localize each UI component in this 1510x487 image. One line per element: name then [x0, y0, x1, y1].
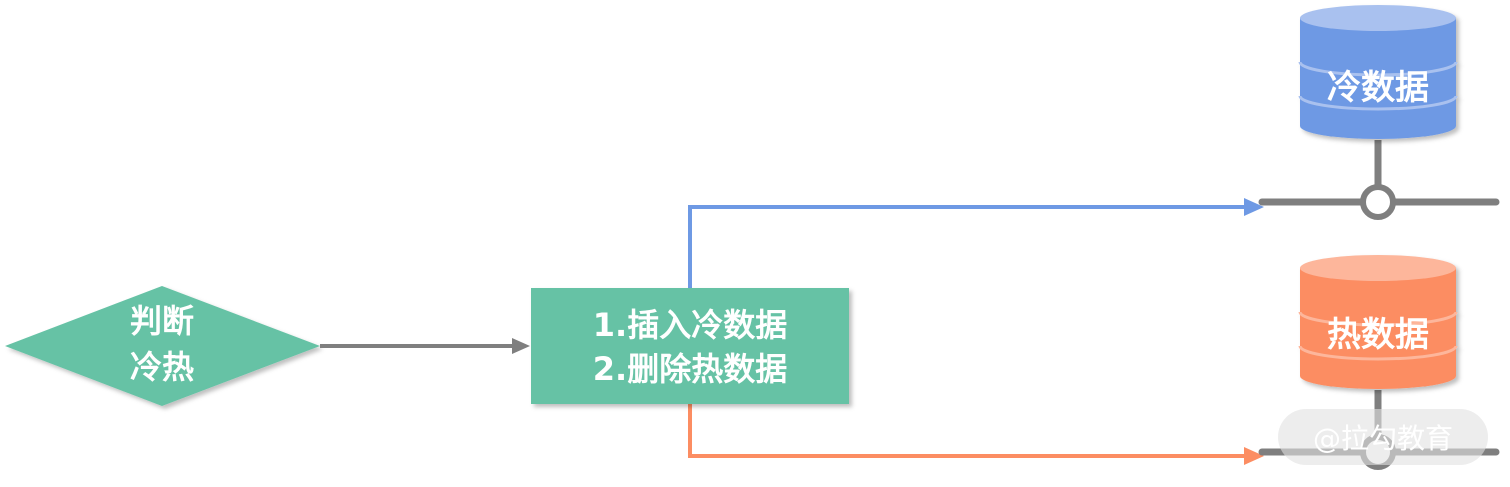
- decision-label-line1: 判断: [130, 302, 194, 340]
- decision-diamond-shape: [5, 286, 320, 406]
- cold-db-band-2: [1298, 95, 1458, 111]
- hot-db-top: [1300, 255, 1456, 281]
- cold-bus-node-icon: [1360, 184, 1396, 220]
- process-box-shape: [531, 288, 849, 404]
- decision-label-line2: 冷热: [130, 348, 194, 386]
- cold-database-icon: 冷数据: [1298, 5, 1458, 139]
- arrowhead-process: [512, 338, 530, 354]
- cold-db-label: 冷数据: [1327, 68, 1429, 108]
- decision-node: 判断 冷热: [5, 286, 320, 406]
- process-node: 1.插入冷数据 2.删除热数据: [531, 288, 849, 404]
- cold-path-arrowhead: [1244, 198, 1264, 216]
- cold-network-bus: [1258, 140, 1500, 220]
- hot-db-band-2: [1298, 345, 1458, 361]
- watermark-text: @拉勾教育: [1312, 422, 1453, 455]
- process-label-line2: 2.删除热数据: [593, 350, 787, 388]
- cold-data-path: [688, 205, 1248, 290]
- cold-db-band-1: [1298, 61, 1458, 77]
- process-label-line1: 1.插入冷数据: [593, 306, 787, 344]
- hot-db-band-1: [1298, 311, 1458, 327]
- hot-path-arrowhead: [1244, 447, 1264, 465]
- hot-database-icon: 热数据: [1298, 255, 1458, 389]
- cold-db-top: [1300, 5, 1456, 31]
- hot-data-path: [688, 400, 1248, 458]
- hot-db-label: 热数据: [1327, 315, 1429, 355]
- watermark-badge: @拉勾教育: [1278, 409, 1488, 465]
